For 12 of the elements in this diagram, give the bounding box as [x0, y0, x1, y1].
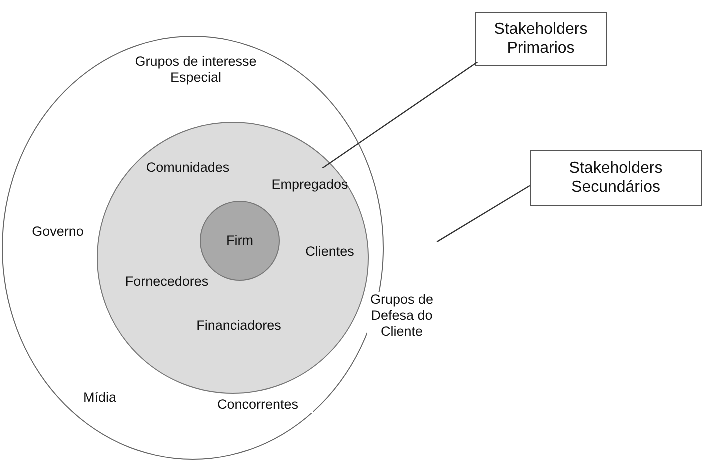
stakeholder-label: Clientes: [304, 244, 356, 260]
leader-line: [322, 62, 478, 169]
stakeholder-label: Firm: [226, 233, 254, 249]
callout-label: Stakeholders Secundários: [568, 159, 664, 197]
stakeholder-label: Empregados: [270, 177, 350, 193]
stakeholder-label: Financiadores: [196, 318, 282, 334]
callout-label: Stakeholders Primarios: [493, 20, 589, 58]
leader-line: [436, 185, 530, 243]
callout-box: [530, 150, 702, 206]
stakeholder-label: Fornecedores: [124, 274, 210, 290]
stakeholder-label: Comunidades: [145, 160, 231, 176]
callout-box: [475, 12, 607, 66]
